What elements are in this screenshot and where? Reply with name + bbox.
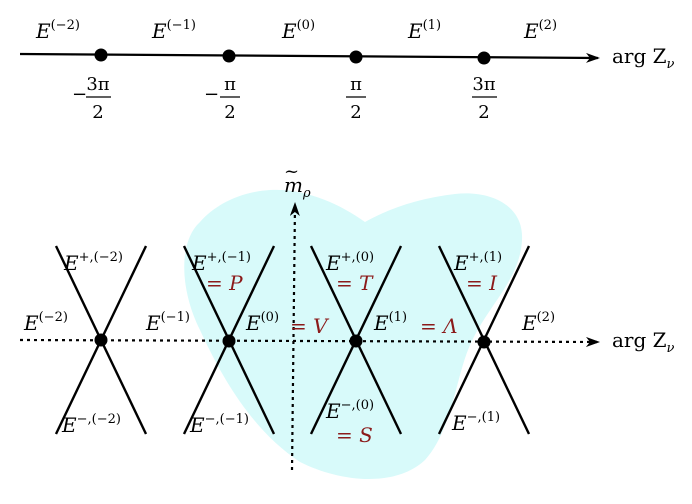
vertical-axis-label: mρ [284,173,311,201]
top-point [477,51,491,65]
frac-label-4: 3π 2 [472,74,497,123]
vertical-axis-line [289,202,300,471]
top-axis-line [19,52,600,63]
bottom-region-label: E(−2) [23,310,68,335]
crossing-point [222,334,236,348]
red-label-i: = I [466,271,498,295]
top-point [349,50,363,64]
top-point [94,48,108,62]
top-region-label: E(2) [523,18,557,43]
bottom-diagram: mρ ~ E+,(−2) E+,(−1) E+,(0) E+,(1) = P =… [19,161,675,480]
crossing-point [477,335,491,349]
top-region-label: E(0) [281,18,315,43]
top-region-label: E(1) [407,18,441,43]
top-region-label: E(−1) [151,18,196,43]
top-point [222,49,236,63]
top-axis-label: arg Zν [612,44,675,72]
top-diagram: E(−2) E(−1) E(0) E(1) E(2) − 3π 2 − π 2 … [19,18,675,123]
svg-text:2: 2 [478,102,489,123]
frac-label-3: π 2 [346,74,366,123]
bottom-region-label: E(2) [521,310,555,335]
upper-branch-label: E+,(−2) [63,250,123,275]
lower-branch-label: E−,(−1) [189,412,249,437]
svg-text:−: − [204,84,219,105]
svg-text:2: 2 [224,102,235,123]
svg-text:π: π [350,74,362,95]
bottom-region-label: E(−1) [145,310,190,335]
vertical-axis-tilde: ~ [284,161,299,182]
frac-label-1: − 3π 2 [72,74,111,123]
top-region-label: E(−2) [35,18,80,43]
red-label-t: = T [336,271,374,295]
red-label-v: = V [290,314,330,338]
red-label-lambda: = Λ [420,314,458,338]
svg-text:2: 2 [350,102,361,123]
bottom-axis-line [19,336,600,347]
svg-text:3π: 3π [472,74,495,95]
crossing-point [349,334,363,348]
lower-branch-label: E−,(1) [451,410,500,435]
svg-text:2: 2 [92,102,103,123]
bottom-axis-label: arg Zν [612,328,675,356]
red-label-p: = P [206,271,243,295]
svg-text:−: − [72,84,87,105]
svg-text:π: π [224,74,236,95]
frac-label-2: − π 2 [204,74,240,123]
red-label-s: = S [336,423,373,447]
lower-branch-label: E−,(−2) [61,412,121,437]
svg-text:3π: 3π [86,74,109,95]
crossing-point [94,333,108,347]
